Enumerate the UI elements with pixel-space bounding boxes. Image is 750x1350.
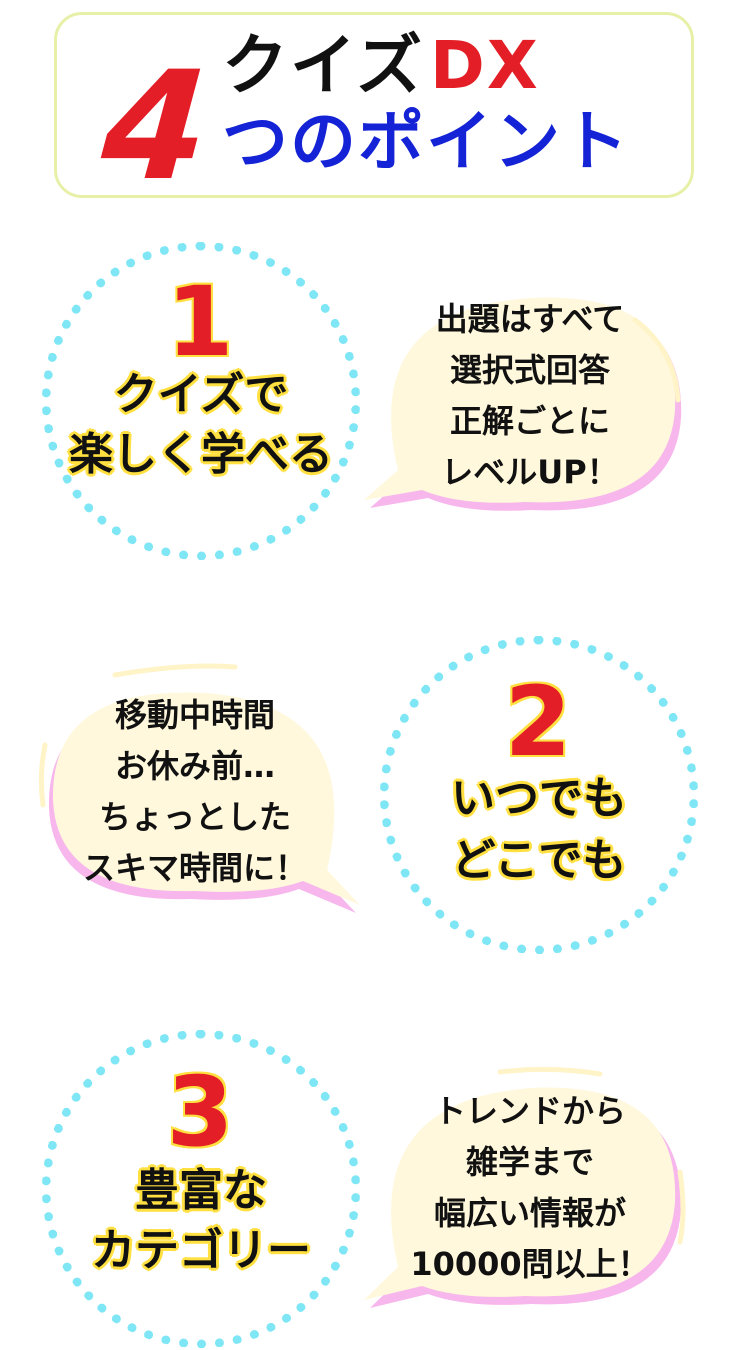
point-1-bubble-line4: レベルUP！ [441,453,619,491]
point-2-circle [380,636,698,954]
point-3-bubble-line2: 雑学まで [465,1143,594,1181]
point-1-bubble-line3: 正解ごとに [449,402,610,440]
point-3-bubble [364,1066,686,1308]
point-1-circle [42,242,360,560]
point-3-label-line1: 豊富な [135,1165,267,1216]
point-2-bubble [38,663,360,913]
point-2-label-line2: どこでも [451,835,627,886]
point-3-number: 3 [165,1056,236,1168]
point-3-bubble-line1: トレンドから [433,1092,626,1130]
point-2-bubble-line1: 移動中時間 [114,696,275,734]
point-1-label-line2: 楽しく学べる [69,429,333,480]
point-3-circle [42,1030,360,1348]
title-line2: つのポイント [222,103,630,180]
point-2-bubble-line4: スキマ時間に！ [82,849,307,887]
point-1-number: 1 [165,266,236,378]
point-3-bubble-line4: 10000問以上！ [410,1245,650,1283]
point-2-number: 2 [503,666,574,778]
point-2-bubble-line3: ちょっとした [98,798,291,836]
title-dx: DX [430,27,540,104]
title-line1: クイズDX [222,30,540,102]
title-quiz: クイズ [222,27,425,104]
point-1-bubble-line2: 選択式回答 [449,351,610,389]
point-1-label-line1: クイズで [113,369,289,420]
point-1-bubble-line1: 出題はすべて [435,300,625,338]
point-2-label-line1: いつでも [451,773,627,824]
point-3-label-line2: カテゴリー [91,1225,311,1276]
title-box [54,12,694,198]
point-1-bubble [364,297,682,511]
point-3-bubble-line3: 幅広い情報が [433,1194,626,1232]
title-number: 4 [96,40,214,214]
point-2-bubble-line2: お休み前… [114,747,275,785]
